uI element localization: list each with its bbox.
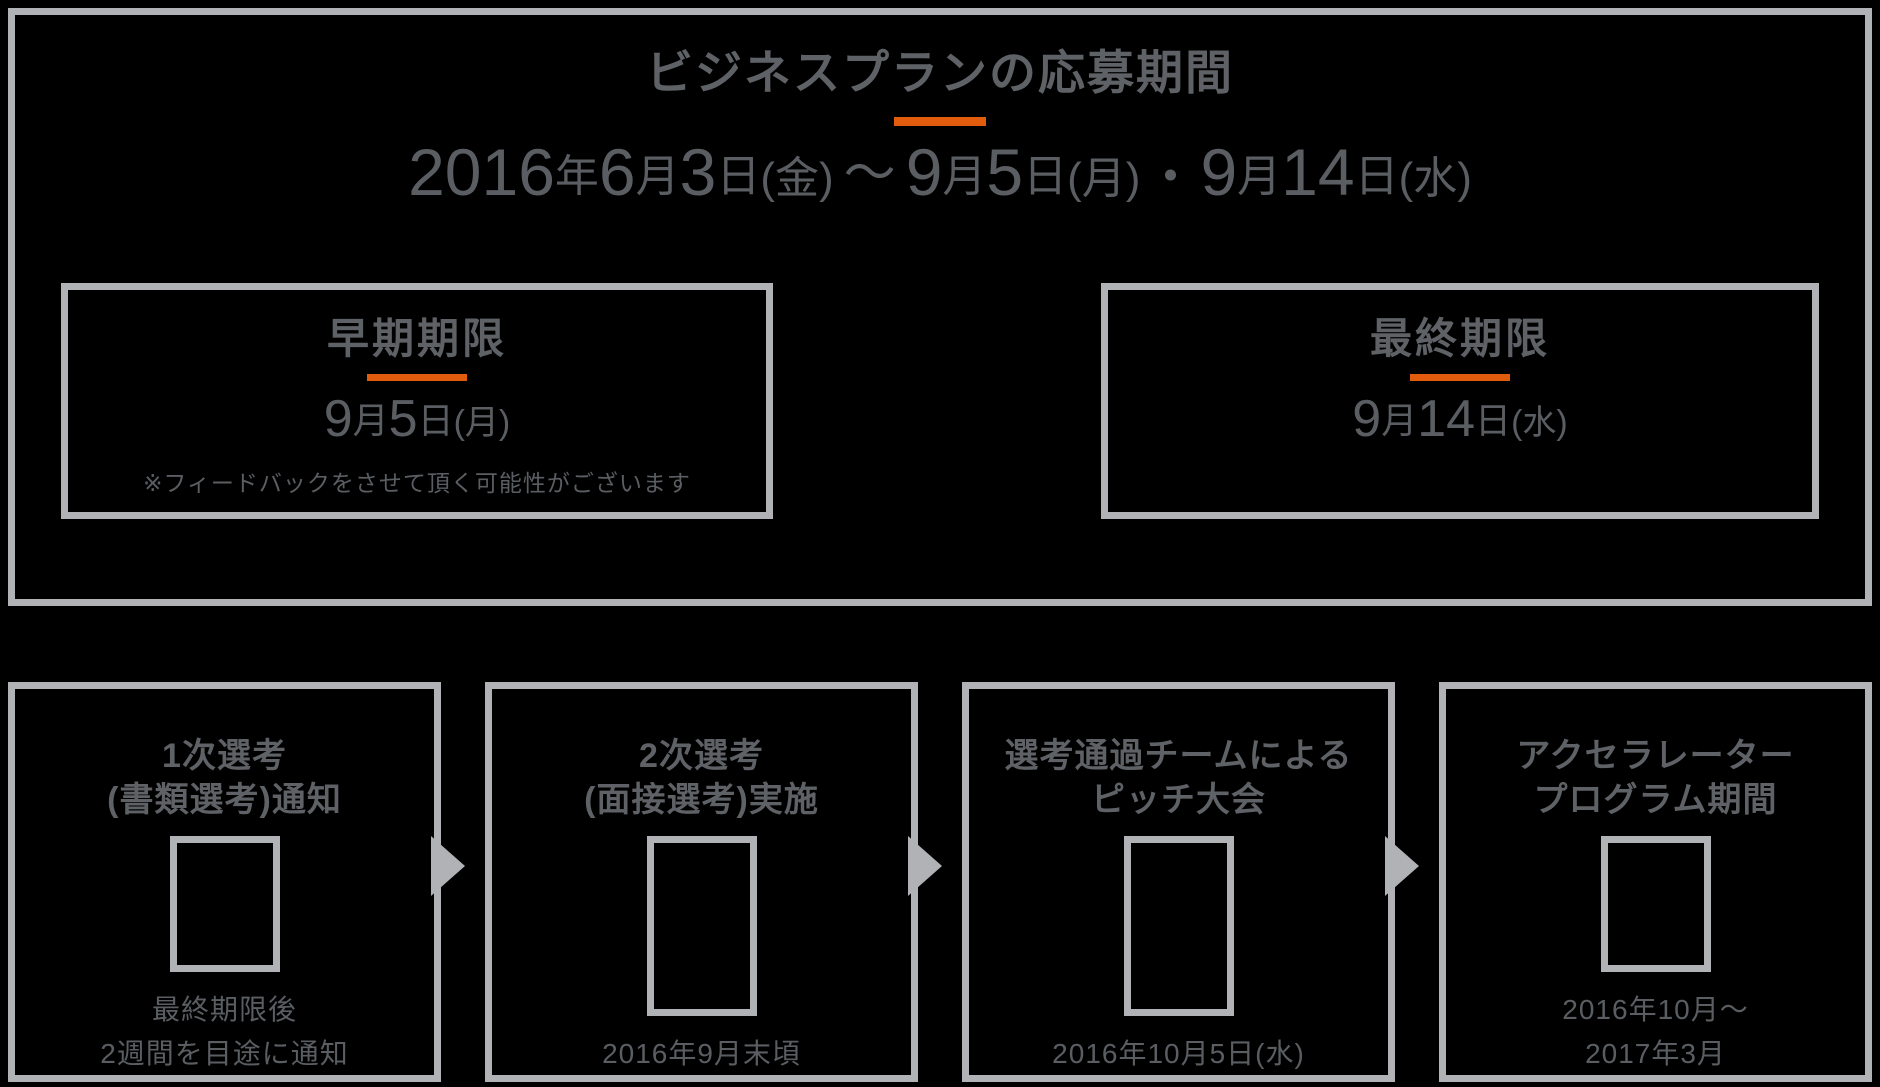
final-deadline-label: 最終期限 xyxy=(1369,315,1550,362)
timeline-step-3-accent-rule xyxy=(1123,836,1234,1016)
date-start-month: 6 xyxy=(598,135,636,210)
date-day-unit-2: 日 xyxy=(1023,152,1068,202)
application-period-panel: ビジネスプランの応募期間 2016年6月3日(金)〜9月5日(月)・9月14日(… xyxy=(8,8,1872,606)
timeline-step-1-caption-line1: 最終期限後 xyxy=(151,994,297,1026)
timeline-step-2: 2次選考 (面接選考)実施 2016年9月末頃 xyxy=(485,682,918,1082)
timeline-step-2-caption-line1: 2016年9月末頃 xyxy=(602,1037,801,1069)
early-deadline-label: 早期期限 xyxy=(326,315,507,362)
date-month-unit-2: 月 xyxy=(942,152,987,202)
chevron-right-icon xyxy=(908,836,942,896)
early-deadline-day: 5 xyxy=(388,390,418,449)
date-mid-month: 9 xyxy=(905,135,943,210)
date-day-unit-1: 日 xyxy=(716,152,761,202)
final-deadline-date: 9月14日(水) xyxy=(1352,391,1567,448)
timeline-arrow-1-gap xyxy=(431,682,485,1082)
timeline-step-4: アクセラレーター プログラム期間 2016年10月〜 2017年3月 xyxy=(1439,682,1872,1082)
timeline-step-3-caption: 2016年10月5日(水) xyxy=(1052,1032,1305,1075)
timeline-step-4-title-line1: アクセラレーター xyxy=(1516,737,1795,775)
early-deadline-month-unit: 月 xyxy=(352,400,389,442)
date-separator-dot: ・ xyxy=(1144,149,1197,208)
date-start-day: 3 xyxy=(679,135,717,210)
timeline-step-4-accent-rule xyxy=(1600,836,1711,973)
timeline-step-3-title: 選考通過チームによる ピッチ大会 xyxy=(1005,735,1353,822)
date-year: 2016 xyxy=(408,135,555,210)
timeline-step-3-title-line2: ピッチ大会 xyxy=(1091,780,1266,819)
chevron-right-icon xyxy=(1385,836,1419,896)
timeline-step-2-title: 2次選考 (面接選考)実施 xyxy=(584,735,819,822)
early-deadline-weekday: (月) xyxy=(453,404,511,443)
date-mid-weekday: (月) xyxy=(1067,154,1141,204)
timeline-step-2-title-line1: 2次選考 xyxy=(639,737,764,775)
timeline-step-4-caption: 2016年10月〜 2017年3月 xyxy=(1562,988,1748,1075)
timeline-arrow-2-gap xyxy=(908,682,962,1082)
timeline-step-3-caption-line1: 2016年10月5日(水) xyxy=(1052,1037,1305,1069)
timeline-step-1: 1次選考 (書類選考)通知 最終期限後 2週間を目途に通知 xyxy=(8,682,441,1082)
timeline-step-2-caption: 2016年9月末頃 xyxy=(602,1032,801,1075)
timeline-step-2-accent-rule xyxy=(646,836,757,1016)
chevron-right-icon xyxy=(431,836,465,896)
timeline-step-4-title-line2: プログラム期間 xyxy=(1533,780,1778,819)
date-start-weekday: (金) xyxy=(760,154,834,204)
early-deadline-accent-rule xyxy=(367,374,467,382)
timeline-step-3-title-line1: 選考通過チームによる xyxy=(1004,737,1353,775)
timeline-step-4-caption-line1: 2016年10月〜 xyxy=(1562,994,1749,1026)
deadline-row: 早期期限 9月5日(月) ※フィードバックをさせて頂く可能性がございます 最終期… xyxy=(15,283,1865,519)
date-end-weekday: (水) xyxy=(1398,154,1472,204)
date-end-day: 14 xyxy=(1281,135,1355,210)
timeline-step-1-caption: 最終期限後 2週間を目途に通知 xyxy=(100,988,349,1075)
date-day-unit-3: 日 xyxy=(1354,152,1399,202)
final-deadline-accent-rule xyxy=(1410,374,1510,382)
final-deadline-month-unit: 月 xyxy=(1381,400,1418,442)
main-application-date: 2016年6月3日(金)〜9月5日(月)・9月14日(水) xyxy=(15,136,1865,209)
early-deadline-date: 9月5日(月) xyxy=(324,391,511,448)
timeline-arrow-3-gap xyxy=(1385,682,1439,1082)
date-end-month: 9 xyxy=(1200,135,1238,210)
timeline-step-4-title: アクセラレーター プログラム期間 xyxy=(1516,735,1794,822)
date-range-tilde: 〜 xyxy=(843,145,896,204)
selection-timeline: 1次選考 (書類選考)通知 最終期限後 2週間を目途に通知 2次選考 (面接選考… xyxy=(8,682,1872,1082)
timeline-step-2-title-line2: (面接選考)実施 xyxy=(584,780,819,819)
date-mid-day: 5 xyxy=(986,135,1024,210)
early-deadline-box: 早期期限 9月5日(月) ※フィードバックをさせて頂く可能性がございます xyxy=(61,283,773,519)
final-deadline-month: 9 xyxy=(1352,390,1382,449)
timeline-step-1-accent-rule xyxy=(169,836,280,973)
timeline-step-1-title-line1: 1次選考 xyxy=(162,737,287,775)
early-deadline-day-unit: 日 xyxy=(417,400,454,442)
final-deadline-day: 14 xyxy=(1417,390,1476,449)
final-deadline-day-unit: 日 xyxy=(1475,400,1512,442)
title-accent-rule xyxy=(894,117,986,127)
final-deadline-box: 最終期限 9月14日(水) xyxy=(1101,283,1819,519)
final-deadline-weekday: (水) xyxy=(1511,404,1568,443)
timeline-step-1-title-line2: (書類選考)通知 xyxy=(107,780,342,819)
date-month-unit-3: 月 xyxy=(1237,152,1282,202)
timeline-step-3: 選考通過チームによる ピッチ大会 2016年10月5日(水) xyxy=(962,682,1395,1082)
date-month-unit-1: 月 xyxy=(635,152,680,202)
early-deadline-note: ※フィードバックをさせて頂く可能性がございます xyxy=(143,470,691,497)
timeline-step-1-caption-line2: 2週間を目途に通知 xyxy=(100,1037,349,1069)
timeline-step-1-title: 1次選考 (書類選考)通知 xyxy=(107,735,342,822)
timeline-step-4-caption-line2: 2017年3月 xyxy=(1585,1037,1726,1069)
early-deadline-month: 9 xyxy=(323,390,353,449)
date-year-unit: 年 xyxy=(554,152,599,202)
page-title: ビジネスプランの応募期間 xyxy=(646,46,1234,99)
